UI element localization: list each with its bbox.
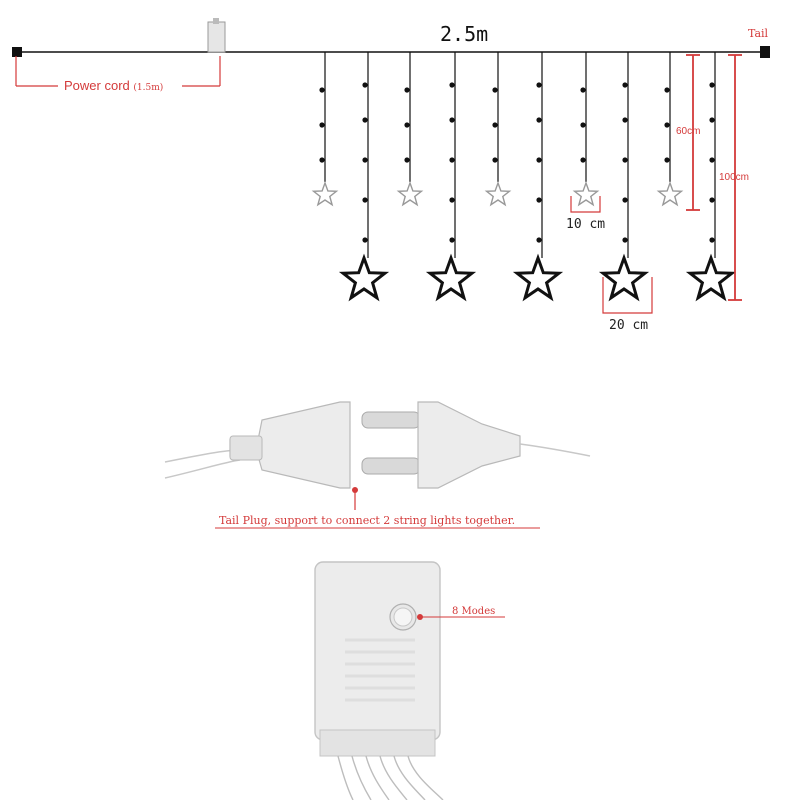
plug-cable-right bbox=[519, 443, 591, 457]
male-plug bbox=[417, 401, 521, 489]
power-cord-text: Power cord bbox=[64, 78, 130, 93]
bulb bbox=[449, 237, 455, 243]
bulb bbox=[404, 87, 410, 93]
tail-plug-illustration bbox=[164, 401, 591, 529]
large-star bbox=[425, 253, 477, 302]
bulb bbox=[449, 157, 455, 163]
bulb bbox=[622, 157, 628, 163]
small-star bbox=[396, 180, 424, 207]
small-star bbox=[572, 180, 600, 207]
bulb bbox=[404, 157, 410, 163]
small-star bbox=[656, 180, 684, 207]
controller-output-wires bbox=[337, 638, 444, 800]
bulb bbox=[362, 197, 368, 203]
tail-connector bbox=[760, 46, 770, 58]
power-cord-dimension bbox=[15, 56, 221, 87]
bulb bbox=[449, 197, 455, 203]
large-star bbox=[685, 253, 737, 302]
bulb bbox=[536, 197, 542, 203]
tail-label: Tail bbox=[748, 27, 769, 40]
inline-controller bbox=[207, 21, 226, 53]
bulb bbox=[622, 82, 628, 88]
bulb bbox=[622, 197, 628, 203]
tail-plug-pointer-dot bbox=[352, 487, 358, 493]
output-wire bbox=[379, 755, 408, 800]
star-size-dimension bbox=[570, 196, 653, 314]
bulb bbox=[362, 157, 368, 163]
output-wire bbox=[407, 755, 444, 800]
long-drop-label: 100cm bbox=[719, 172, 750, 183]
bulb bbox=[536, 82, 542, 88]
light-string bbox=[12, 18, 770, 58]
controller-base bbox=[319, 729, 436, 757]
bulb bbox=[536, 157, 542, 163]
plug-cable-left-a bbox=[164, 449, 241, 463]
bulb bbox=[362, 117, 368, 123]
bulb bbox=[319, 157, 325, 163]
bulb bbox=[536, 237, 542, 243]
controller-top bbox=[213, 18, 219, 24]
bulb bbox=[580, 87, 586, 93]
large-star bbox=[598, 253, 650, 302]
drop-length-dimension bbox=[686, 54, 742, 301]
large-star bbox=[512, 253, 564, 302]
bulb bbox=[709, 237, 715, 243]
big-star-size-label: 20 cm bbox=[609, 318, 649, 333]
bulb bbox=[664, 122, 670, 128]
short-drop-label: 60cm bbox=[676, 126, 701, 137]
bulb bbox=[362, 82, 368, 88]
bulb bbox=[449, 82, 455, 88]
modes-pointer-dot bbox=[417, 614, 423, 620]
bulb bbox=[449, 117, 455, 123]
bulb bbox=[622, 117, 628, 123]
bulb bbox=[709, 117, 715, 123]
length-label: 2.5m bbox=[440, 22, 489, 46]
bulb bbox=[319, 87, 325, 93]
plug-cable-left-b bbox=[164, 459, 241, 479]
bulb bbox=[362, 237, 368, 243]
socket-strain-relief bbox=[229, 435, 263, 461]
bulb bbox=[709, 197, 715, 203]
bulb bbox=[664, 157, 670, 163]
bulb bbox=[580, 157, 586, 163]
bulb bbox=[622, 237, 628, 243]
small-star bbox=[484, 180, 512, 207]
mode-button-cap bbox=[393, 607, 413, 627]
bulb bbox=[580, 122, 586, 128]
small-star bbox=[311, 180, 339, 207]
bulb bbox=[536, 117, 542, 123]
bulb bbox=[319, 122, 325, 128]
bulb bbox=[492, 122, 498, 128]
power-end-cap bbox=[12, 47, 22, 57]
output-wire bbox=[337, 755, 354, 800]
plug-pin-bottom bbox=[361, 457, 421, 475]
controller-box bbox=[314, 561, 505, 800]
bulb bbox=[492, 157, 498, 163]
bulb bbox=[492, 87, 498, 93]
output-wire bbox=[351, 755, 372, 800]
power-cord-length: (1.5m) bbox=[133, 83, 164, 93]
plug-pin-top bbox=[361, 411, 421, 429]
tail-plug-note: Tail Plug, support to connect 2 string l… bbox=[219, 514, 516, 527]
power-cord-label: Power cord (1.5m) bbox=[64, 78, 163, 93]
drop-strands bbox=[311, 52, 737, 302]
output-wire bbox=[365, 755, 390, 800]
modes-label: 8 Modes bbox=[452, 606, 496, 617]
output-wire bbox=[393, 755, 426, 800]
bulb bbox=[404, 122, 410, 128]
bulb bbox=[709, 157, 715, 163]
bulb bbox=[709, 82, 715, 88]
large-star bbox=[338, 253, 390, 302]
bulb bbox=[664, 87, 670, 93]
small-star-size-label: 10 cm bbox=[566, 217, 606, 232]
